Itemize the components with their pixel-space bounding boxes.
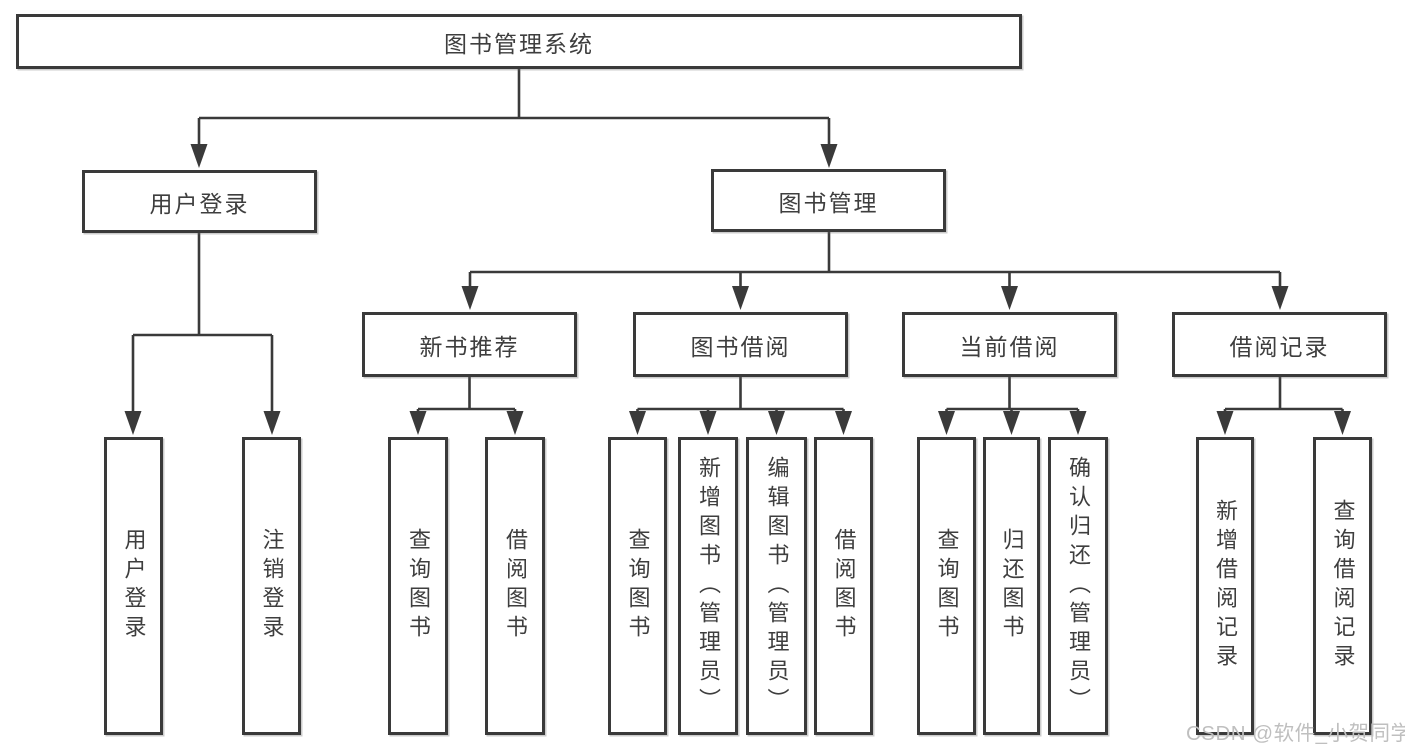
leaf-add-borrow-record-label: 新增借阅记录 [1213,499,1238,673]
leaf-query-book-current: 查询图书 [917,437,976,735]
leaf-user-login: 用户登录 [104,437,163,735]
node-borrow-record-label: 借阅记录 [1229,333,1330,360]
leaf-edit-book-admin-label: 编辑图书（管理员） [764,455,790,717]
leaf-confirm-return-admin: 确认归还（管理员） [1048,437,1108,735]
node-root-label: 图书管理系统 [444,30,594,57]
leaf-add-book-admin: 新增图书（管理员） [678,437,738,735]
leaf-confirm-return-admin-label: 确认归还（管理员） [1066,455,1091,717]
leaf-return-book-label: 归还图书 [999,528,1025,644]
node-current-borrow: 当前借阅 [902,312,1117,377]
csdn-watermark: CSDN @软件_小贺同学 [1186,722,1405,745]
leaf-query-book-new-label: 查询图书 [406,528,431,644]
leaf-query-book-current-label: 查询图书 [934,528,960,644]
leaf-query-book-new: 查询图书 [388,437,448,735]
leaf-user-login-label: 用户登录 [121,528,147,644]
leaf-borrow-book-borrow: 借阅图书 [814,437,873,735]
node-user-login: 用户登录 [82,170,317,233]
leaf-query-borrow-record-label: 查询借阅记录 [1330,499,1356,673]
node-book-borrow-label: 图书借阅 [690,333,791,360]
leaf-logout: 注销登录 [242,437,301,735]
leaf-borrow-book-new: 借阅图书 [485,437,545,735]
leaf-query-borrow-record: 查询借阅记录 [1313,437,1372,735]
leaf-query-book-borrow-label: 查询图书 [625,528,651,644]
leaf-edit-book-admin: 编辑图书（管理员） [746,437,807,735]
node-root: 图书管理系统 [16,14,1022,69]
node-current-borrow-label: 当前借阅 [959,333,1060,360]
leaf-borrow-book-borrow-label: 借阅图书 [831,528,857,644]
node-book-mgmt: 图书管理 [711,169,946,232]
node-user-login-label: 用户登录 [149,190,250,217]
node-new-book-rec: 新书推荐 [362,312,577,377]
node-new-book-rec-label: 新书推荐 [419,333,520,360]
node-book-mgmt-label: 图书管理 [778,189,879,216]
node-borrow-record: 借阅记录 [1172,312,1387,377]
node-book-borrow: 图书借阅 [633,312,848,377]
leaf-add-book-admin-label: 新增图书（管理员） [696,455,721,717]
leaf-add-borrow-record: 新增借阅记录 [1196,437,1254,735]
leaf-logout-label: 注销登录 [259,528,285,644]
leaf-return-book: 归还图书 [983,437,1040,735]
leaf-query-book-borrow: 查询图书 [608,437,667,735]
leaf-borrow-book-new-label: 借阅图书 [503,528,528,644]
